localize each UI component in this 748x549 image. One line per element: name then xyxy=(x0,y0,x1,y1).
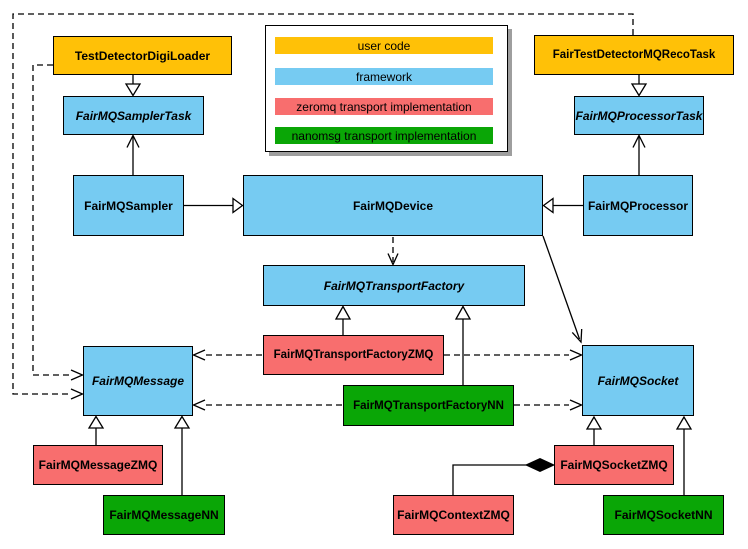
inheritance-arrowhead xyxy=(173,415,191,429)
class-fairmqtransportfactory: FairMQTransportFactory xyxy=(263,265,525,306)
class-label: FairTestDetectorMQRecoTask xyxy=(552,49,716,61)
class-fairmqmessagezmq: FairMQMessageZMQ xyxy=(33,445,163,485)
class-label: FairMQMessage xyxy=(91,374,185,388)
class-label: FairMQContextZMQ xyxy=(397,508,510,522)
class-fairmqtransportfactorynn: FairMQTransportFactoryNN xyxy=(343,385,514,426)
legend-label: user code xyxy=(357,38,411,53)
class-label: TestDetectorDigiLoader xyxy=(74,48,211,63)
legend-label: zeromq transport implementation xyxy=(296,99,472,114)
class-label: FairMQDevice xyxy=(352,198,434,213)
class-fairtestdetectormqrecotask: FairTestDetectorMQRecoTask xyxy=(534,35,734,75)
edge-device-uses-socket xyxy=(542,235,581,340)
class-fairmqcontextzmq: FairMQContextZMQ xyxy=(393,495,514,535)
class-fairmqmessage: FairMQMessage xyxy=(83,346,193,416)
legend-box: user code framework zeromq transport imp… xyxy=(265,25,508,152)
class-label: FairMQSocketZMQ xyxy=(560,458,668,472)
class-label: FairMQProcessor xyxy=(587,198,689,213)
class-fairmqdevice: FairMQDevice xyxy=(243,175,543,236)
inheritance-arrowhead xyxy=(585,415,603,430)
legend-label: framework xyxy=(355,69,412,84)
inheritance-arrowhead xyxy=(542,197,554,214)
inheritance-arrowhead xyxy=(334,305,352,320)
legend-item-framework: framework xyxy=(275,68,493,85)
open-arrowhead xyxy=(571,328,583,344)
open-arrowhead xyxy=(632,134,646,148)
composition-diamond xyxy=(524,457,556,473)
class-label: FairMQMessageZMQ xyxy=(38,458,158,472)
class-label: FairMQProcessorTask xyxy=(575,108,703,123)
edge-digiloader-depends-message xyxy=(32,64,70,376)
class-label: FairMQMessageNN xyxy=(109,508,219,522)
inheritance-arrowhead xyxy=(232,197,244,214)
edge-contextzmq-composition-socketzmq xyxy=(452,464,527,495)
legend-item-zeromq: zeromq transport implementation xyxy=(275,98,493,115)
class-fairmqprocessor: FairMQProcessor xyxy=(583,175,693,236)
open-arrowhead xyxy=(70,388,85,400)
legend-item-user-code: user code xyxy=(275,37,493,54)
legend-label: nanomsg transport implementation xyxy=(291,128,477,143)
open-arrowhead xyxy=(569,399,584,411)
class-label: FairMQTransportFactory xyxy=(323,278,465,293)
inheritance-arrowhead xyxy=(124,83,142,97)
open-arrowhead xyxy=(70,369,85,381)
inheritance-arrowhead xyxy=(675,415,693,430)
open-arrowhead xyxy=(191,349,206,361)
class-label: FairMQSocketNN xyxy=(614,508,713,522)
inheritance-arrowhead xyxy=(87,415,105,429)
edge-recotask-depends-message xyxy=(12,13,634,395)
open-arrowhead xyxy=(191,399,206,411)
class-label: FairMQSocket xyxy=(597,373,679,388)
open-arrowhead xyxy=(569,349,584,361)
class-fairmqsocketzmq: FairMQSocketZMQ xyxy=(554,445,674,485)
class-fairmqprocessortask: FairMQProcessorTask xyxy=(574,96,704,135)
legend-item-nanomsg: nanomsg transport implementation xyxy=(275,127,493,144)
inheritance-arrowhead xyxy=(630,83,648,97)
class-fairmqmessagenn: FairMQMessageNN xyxy=(103,495,225,535)
class-label: FairMQTransportFactoryZMQ xyxy=(273,349,434,361)
class-label: FairMQSamplerTask xyxy=(75,108,192,123)
class-label: FairMQTransportFactoryNN xyxy=(353,399,504,412)
open-arrowhead xyxy=(126,134,140,148)
open-arrowhead xyxy=(387,253,399,267)
class-fairmqsocketnn: FairMQSocketNN xyxy=(603,495,724,535)
inheritance-arrowhead xyxy=(454,305,472,320)
class-fairmqsamplertask: FairMQSamplerTask xyxy=(63,96,204,135)
class-fairmqsocket: FairMQSocket xyxy=(582,345,694,416)
class-fairmqtransportfactoryzmq: FairMQTransportFactoryZMQ xyxy=(263,335,444,375)
class-testdetectordigiloader: TestDetectorDigiLoader xyxy=(53,36,232,75)
class-label: FairMQSampler xyxy=(84,198,173,213)
class-fairmqsampler: FairMQSampler xyxy=(73,175,184,236)
